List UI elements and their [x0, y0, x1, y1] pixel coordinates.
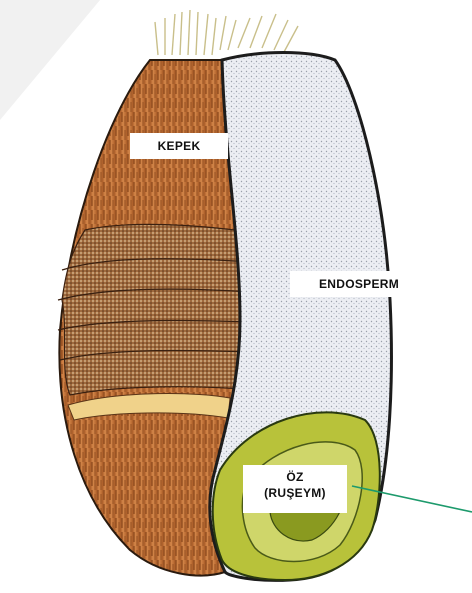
label-kepek: KEPEK: [130, 133, 228, 159]
label-oz-line1: ÖZ: [243, 469, 347, 485]
brush-hairs: [155, 10, 298, 55]
label-oz: ÖZ (RUŞEYM): [243, 465, 347, 513]
label-endosperm: ENDOSPERM: [290, 271, 428, 297]
bran-ridges: [62, 224, 252, 395]
watermark-shape: [0, 0, 100, 120]
label-oz-line2: (RUŞEYM): [243, 485, 347, 501]
